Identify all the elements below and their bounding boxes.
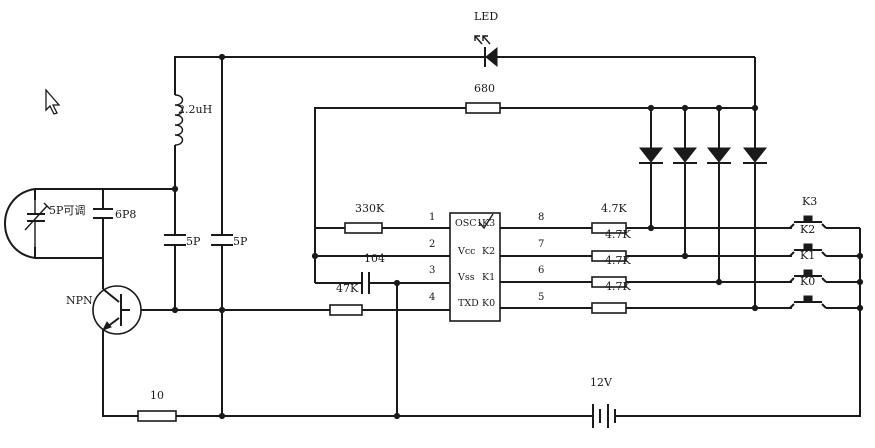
inductor-label: 2.2uH <box>178 103 212 116</box>
ic-pin-name-k0: K0 <box>482 298 495 309</box>
ic-pin-2: 2 <box>429 239 435 250</box>
capacitor-104-label: 104 <box>364 252 385 265</box>
ic-check-mark <box>478 213 494 230</box>
battery-12v <box>588 404 620 428</box>
resistor-10 <box>137 410 177 422</box>
key-k3 <box>789 215 827 229</box>
key-k0 <box>789 295 827 309</box>
resistor-10-label: 10 <box>150 389 164 402</box>
ic-pin-1: 1 <box>429 212 435 223</box>
capacitor-6p8 <box>93 208 113 219</box>
ic-pin-6: 6 <box>538 265 544 276</box>
resistor-47k-label: 47K <box>336 282 359 295</box>
ic-pin-name-txd: TXD <box>458 298 479 309</box>
ic-pin-name-osc1: OSC1 <box>455 218 483 229</box>
resistor-4k7-1-label: 4.7K <box>601 202 627 215</box>
ic-pin-name-vss: Vss <box>457 272 475 283</box>
npn-transistor <box>92 285 142 335</box>
resistor-4k7-4-label: 4.7K <box>605 280 631 293</box>
ic-pin-name-k3: K3 <box>482 218 495 229</box>
diode-array <box>638 147 768 164</box>
ic-pin-name-k2: K2 <box>482 246 495 257</box>
ic-pin-name-vcc: Vcc <box>457 246 476 257</box>
resistor-4k7-2 <box>591 250 627 262</box>
encoder-ic <box>449 212 501 322</box>
capacitor-5p-a <box>164 234 186 246</box>
resistor-4k7-4 <box>591 302 627 314</box>
resistor-4k7-3 <box>591 276 627 288</box>
ic-pin-name-k1: K1 <box>482 272 495 283</box>
capacitor-5p-b <box>211 234 233 246</box>
resistor-330k <box>344 222 383 234</box>
led-label: LED <box>474 10 498 23</box>
capacitor-6p8-label: 6P8 <box>115 208 136 221</box>
resistor-4k7-2-label: 4.7K <box>605 228 631 241</box>
led-symbol <box>474 35 498 68</box>
trimmer-label: 5P可调 <box>49 204 85 217</box>
key-k0-label: K0 <box>800 275 815 288</box>
resistor-680-label: 680 <box>474 82 495 95</box>
mouse-cursor-icon <box>45 88 61 115</box>
ic-pin-5: 5 <box>538 292 544 303</box>
ic-pin-3: 3 <box>429 265 435 276</box>
key-k1-label: K1 <box>800 249 815 262</box>
ic-pin-7: 7 <box>538 239 544 250</box>
loop-antenna <box>4 188 51 259</box>
npn-label: NPN <box>66 294 93 307</box>
resistor-4k7-1 <box>591 222 627 234</box>
wires <box>35 56 861 417</box>
ic-pin-8: 8 <box>538 212 544 223</box>
capacitor-5p-b-label: 5P <box>233 235 248 248</box>
key-k2-label: K2 <box>800 223 815 236</box>
resistor-4k7-3-label: 4.7K <box>605 254 631 267</box>
key-k3-label: K3 <box>802 195 817 208</box>
resistor-330k-label: 330K <box>355 202 385 215</box>
resistor-680 <box>465 102 501 114</box>
resistor-47k <box>329 304 363 316</box>
junction-dots <box>171 53 864 420</box>
key-k2 <box>789 243 827 257</box>
ic-pin-4: 4 <box>429 292 435 303</box>
capacitor-5p-a-label: 5P <box>186 235 201 248</box>
key-k1 <box>789 269 827 283</box>
capacitor-104 <box>361 272 370 294</box>
inductor-coil <box>174 94 184 146</box>
battery-label: 12V <box>590 376 613 389</box>
